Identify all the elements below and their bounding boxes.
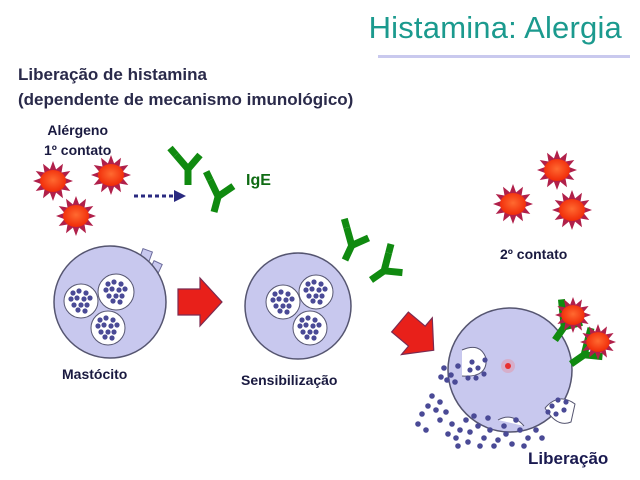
second-contact-label: 2º contato: [500, 246, 568, 262]
allergen-icon: [537, 150, 577, 190]
ige-antibodies: [167, 145, 236, 213]
allergen-group-second: [493, 150, 592, 230]
sensitization-label: Sensibilização: [241, 372, 338, 388]
granule-vesicle: [63, 283, 99, 319]
ige-antibody-icon: [368, 243, 403, 283]
allergen-icon: [580, 324, 616, 360]
degranulating-mast-cell: [447, 297, 616, 433]
allergen-icon: [493, 184, 533, 224]
subtitle-line-2: (dependente de mecanismo imunológico): [18, 90, 354, 109]
allergen-icon: [33, 161, 73, 201]
granule-vesicle: [292, 310, 328, 346]
title-underline: [378, 55, 630, 58]
red-arrow-1: [177, 276, 223, 328]
allergen-icon: [91, 155, 131, 195]
allergen-icon: [56, 196, 96, 236]
red-arrow-2: [390, 311, 435, 356]
granule-vesicle: [298, 274, 334, 310]
ige-label: IgE: [246, 172, 271, 189]
mast-cell: [53, 245, 167, 359]
slide-title: Histamina: Alergia: [368, 10, 622, 45]
mast-cell-label: Mastócito: [62, 366, 128, 382]
released-histamine-granules: [415, 363, 545, 449]
allergen-text: Alérgeno: [47, 122, 109, 138]
ige-antibody-icon: [167, 145, 203, 185]
granule-vesicle: [90, 310, 126, 346]
release-label: Liberação: [528, 449, 609, 468]
ige-antibody-icon: [340, 217, 371, 262]
allergen-label: Alérgeno 1º contato: [44, 120, 111, 160]
ige-antibody-icon: [203, 170, 236, 213]
dotted-arrow: [134, 190, 186, 202]
allergen-group-first: [33, 155, 131, 236]
allergen-icon: [555, 297, 591, 333]
granule-vesicle: [265, 284, 301, 320]
allergen-icon: [552, 190, 592, 230]
granule-vesicle: [97, 273, 135, 311]
sensitized-mast-cell: [244, 217, 403, 360]
first-contact-text: 1º contato: [44, 142, 112, 158]
subtitle-line-1: Liberação de histamina: [18, 65, 207, 84]
